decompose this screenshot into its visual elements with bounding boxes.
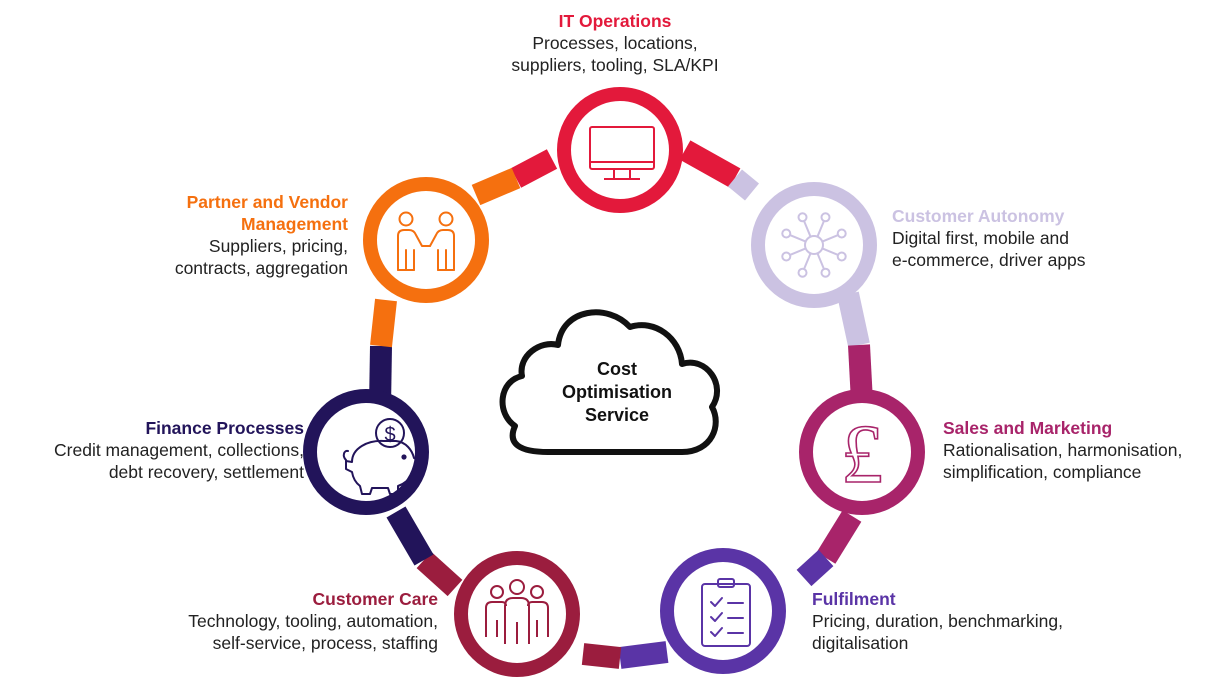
- node-title: IT Operations: [558, 11, 672, 31]
- node-description: Rationalisation, harmonisation,: [943, 440, 1183, 460]
- ring-segment-red: [679, 140, 741, 188]
- ring-segment-purple: [796, 549, 834, 587]
- ring-segment-crimson: [416, 551, 463, 597]
- ring-segment-crimson: [581, 643, 622, 669]
- node-title: Partner and Vendor: [186, 192, 348, 212]
- ring-segment-lavender: [728, 169, 759, 201]
- ring-segment-navy: [386, 506, 434, 566]
- label-finance-processes: Finance Processes Credit management, col…: [54, 417, 304, 483]
- center-title-line1: Cost: [597, 359, 637, 379]
- node-title: Customer Care: [312, 589, 438, 609]
- label-customer-care: Customer Care Technology, tooling, autom…: [188, 588, 438, 654]
- node-description: Technology, tooling, automation,: [188, 611, 438, 631]
- node-description: Pricing, duration, benchmarking,: [812, 611, 1063, 631]
- node-description: simplification, compliance: [943, 462, 1142, 482]
- node-title: Fulfilment: [812, 589, 896, 609]
- node-circle-partner-vendor: [363, 177, 489, 303]
- node-title: Finance Processes: [145, 418, 304, 438]
- label-it-operations: IT Operations Processes, locations, supp…: [465, 10, 765, 76]
- checklist-icon: [701, 578, 751, 647]
- monitor-icon: [589, 126, 655, 180]
- network-hub-icon: [781, 212, 847, 278]
- node-circle-customer-care: [454, 551, 580, 677]
- node-circle-fulfilment: [660, 548, 786, 674]
- node-description: digitalisation: [812, 633, 909, 653]
- node-circle-sales-marketing: [799, 389, 925, 515]
- ring-segment-orange: [370, 298, 397, 348]
- node-description: Digital first, mobile and: [892, 228, 1070, 248]
- node-description: Credit management, collections,: [54, 440, 304, 460]
- handshake-icon: [397, 211, 455, 271]
- label-fulfilment: Fulfilment Pricing, duration, benchmarki…: [812, 588, 1063, 654]
- node-description: debt recovery, settlement: [108, 462, 304, 482]
- ring-segment-magenta: [816, 510, 862, 564]
- node-title: Management: [241, 214, 348, 234]
- node-circle-finance-processes: [303, 389, 429, 515]
- ring-segment-orange: [471, 167, 521, 206]
- node-description: suppliers, tooling, SLA/KPI: [511, 55, 719, 75]
- node-title: Customer Autonomy: [892, 206, 1065, 226]
- node-description: e-commerce, driver apps: [892, 250, 1086, 270]
- ring-segment-purple: [618, 641, 669, 669]
- label-customer-autonomy: Customer Autonomy Digital first, mobile …: [892, 205, 1086, 271]
- node-description: Processes, locations,: [532, 33, 698, 53]
- piggy-bank-icon: $: [342, 418, 419, 495]
- center-title-line2: Optimisation: [562, 382, 672, 402]
- node-circle-it-operations: [557, 87, 683, 213]
- center-cloud: Cost Optimisation Service: [499, 309, 720, 455]
- pound-sign-icon: £: [841, 408, 883, 501]
- node-title: Sales and Marketing: [943, 418, 1113, 438]
- node-circle-customer-autonomy: [751, 182, 877, 308]
- team-icon: [485, 579, 549, 644]
- svg-text:$: $: [384, 424, 395, 446]
- ring-segment-red: [510, 149, 558, 188]
- node-description: contracts, aggregation: [174, 258, 348, 278]
- center-title-line3: Service: [585, 405, 649, 425]
- label-sales-marketing: Sales and Marketing Rationalisation, har…: [943, 417, 1182, 483]
- node-description: self-service, process, staffing: [212, 633, 438, 653]
- node-description: Suppliers, pricing,: [208, 236, 348, 256]
- label-partner-vendor: Partner and Vendor Management Suppliers,…: [175, 191, 348, 279]
- ring-segment-lavender: [837, 291, 870, 348]
- cloud-icon: [499, 309, 720, 455]
